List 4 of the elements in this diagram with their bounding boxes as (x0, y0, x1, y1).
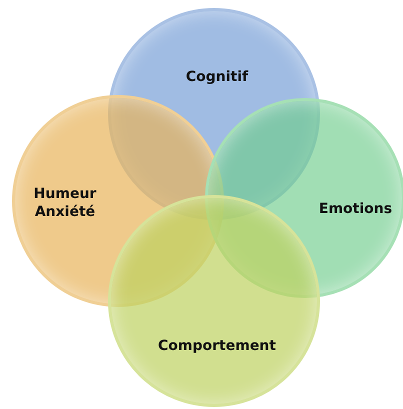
circle-label: Emotions (318, 201, 394, 218)
circle-label: Cognitif (184, 69, 250, 86)
circle-label: Comportement (157, 338, 277, 356)
circle-label: Humeur Anxiété (32, 186, 98, 221)
